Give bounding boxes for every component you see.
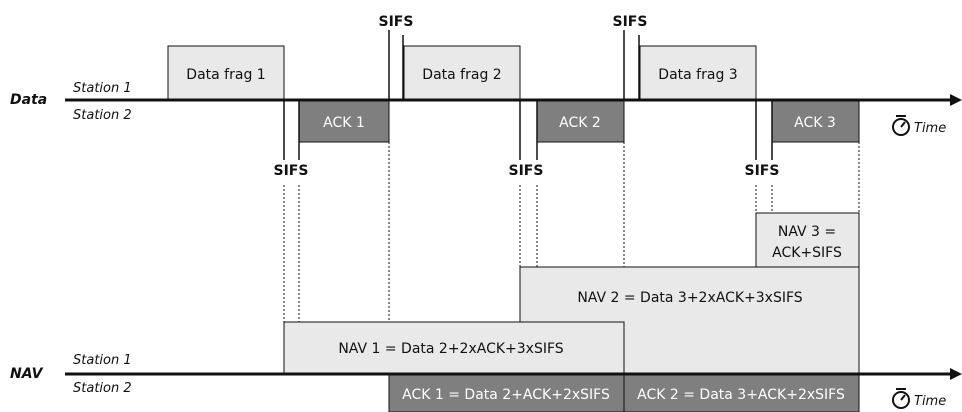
sifs-marker-bottom-3 <box>755 100 773 160</box>
svg-text:ACK 1: ACK 1 <box>323 115 365 131</box>
svg-text:ACK 1 = Data 2+ACK+2xSIFS: ACK 1 = Data 2+ACK+2xSIFS <box>402 387 610 403</box>
nav-ack1-bar: ACK 1 = Data 2+ACK+2xSIFS <box>388 374 625 412</box>
stopwatch-icon <box>892 115 910 136</box>
sifs-label-top-1: SIFS <box>379 14 414 30</box>
ack-frame-2: ACK 2 <box>536 100 625 143</box>
ack-frame-3: ACK 3 <box>771 100 860 143</box>
nav-ack2-bar: ACK 2 = Data 3+ACK+2xSIFS <box>623 374 860 412</box>
nav3-bar: NAV 3 = ACK+SIFS <box>755 212 860 268</box>
sifs-label-bottom-1: SIFS <box>274 163 309 179</box>
nav-time-label: Time <box>914 394 946 409</box>
data-fragment-2: Data frag 2 <box>403 45 521 101</box>
svg-text:NAV 3 =: NAV 3 = <box>778 224 836 240</box>
nav1-bar: NAV 1 = Data 2+2xACK+3xSIFS <box>283 321 625 375</box>
svg-text:NAV 2 = Data 3+2xACK+3xSIFS: NAV 2 = Data 3+2xACK+3xSIFS <box>577 290 802 306</box>
nav-station2-label: Station 2 <box>73 381 132 396</box>
sifs-marker-top-1 <box>388 30 404 100</box>
data-fragment-1: Data frag 1 <box>167 45 285 101</box>
ack-frame-1: ACK 1 <box>298 100 390 143</box>
nav-time-axis <box>65 368 962 380</box>
svg-text:Data frag 2: Data frag 2 <box>422 67 501 83</box>
data-time-axis <box>65 94 962 106</box>
svg-text:ACK 3: ACK 3 <box>794 115 836 131</box>
data-row-label: Data <box>10 92 47 108</box>
sifs-marker-top-2 <box>623 30 640 100</box>
sifs-label-bottom-3: SIFS <box>745 163 780 179</box>
stopwatch-icon <box>892 388 910 409</box>
sifs-label-bottom-2: SIFS <box>509 163 544 179</box>
svg-text:Data frag 1: Data frag 1 <box>186 67 265 83</box>
svg-text:Data frag 3: Data frag 3 <box>658 67 737 83</box>
sifs-marker-bottom-1 <box>283 100 300 160</box>
nav-row-label: NAV <box>10 366 44 382</box>
svg-text:NAV 1 = Data 2+2xACK+3xSIFS: NAV 1 = Data 2+2xACK+3xSIFS <box>338 341 563 357</box>
data-station1-label: Station 1 <box>73 81 132 96</box>
sifs-label-top-2: SIFS <box>613 14 648 30</box>
nav-station1-label: Station 1 <box>73 353 132 368</box>
data-fragment-3: Data frag 3 <box>639 45 757 101</box>
svg-text:ACK 2 = Data 3+ACK+2xSIFS: ACK 2 = Data 3+ACK+2xSIFS <box>637 387 845 403</box>
svg-text:ACK+SIFS: ACK+SIFS <box>772 245 842 261</box>
svg-text:ACK 2: ACK 2 <box>559 115 601 131</box>
sifs-marker-bottom-2 <box>519 100 538 160</box>
data-station2-label: Station 2 <box>73 108 132 123</box>
dotted-guides <box>283 142 860 374</box>
data-time-label: Time <box>914 121 946 136</box>
